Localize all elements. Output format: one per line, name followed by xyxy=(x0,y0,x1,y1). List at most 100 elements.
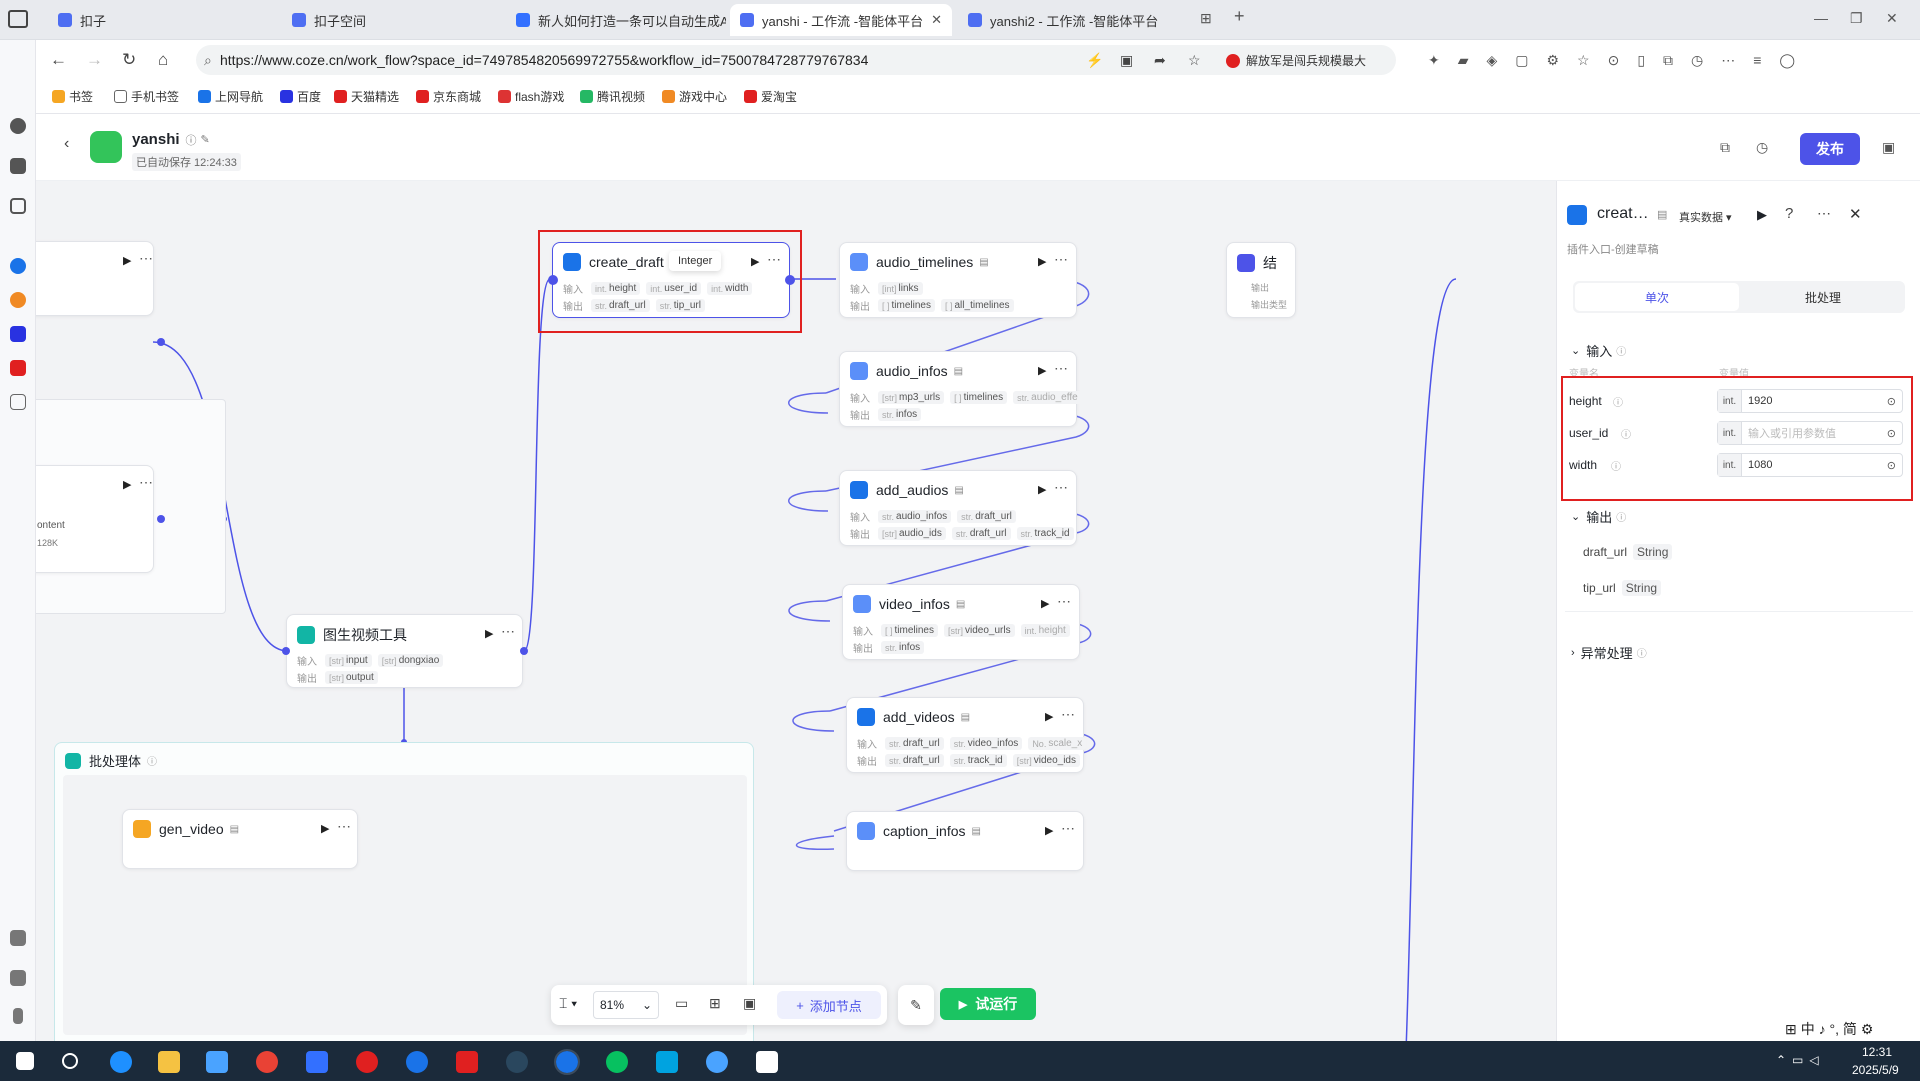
node-image-to-video[interactable]: 图生视频工具 ▶ ⋯ 输入 [str]input [str]dongxiao 输… xyxy=(286,614,523,688)
close-window-icon[interactable]: ✕ xyxy=(1886,10,1898,26)
node-audio-infos[interactable]: audio_infos▤ ▶ ⋯ 输入 [str]mp3_urls [ ]tim… xyxy=(839,351,1082,427)
data-mode-select[interactable]: 真实数据 ▾ xyxy=(1679,212,1732,224)
browser-tab-active[interactable]: yanshi - 工作流 -智能体平台✕ xyxy=(730,4,952,36)
bookmark-item[interactable]: 天猫精选 xyxy=(334,88,399,105)
run-node-icon[interactable]: ▶ xyxy=(1045,711,1054,723)
run-node-icon[interactable]: ▶ xyxy=(1045,825,1054,837)
user-id-field[interactable]: int.输入或引用参数值⊙ xyxy=(1717,421,1903,445)
reference-icon[interactable]: ⊙ xyxy=(1886,395,1896,408)
output-port[interactable] xyxy=(157,515,165,523)
close-icon[interactable]: ✕ xyxy=(1849,206,1862,223)
edit-icon[interactable]: ✎ xyxy=(200,134,210,146)
more-icon[interactable]: ⋯ xyxy=(767,251,782,267)
info-icon[interactable]: ⓘ xyxy=(1621,430,1631,441)
more-icon[interactable]: ⋯ xyxy=(501,623,516,639)
run-node-icon[interactable]: ▶ xyxy=(1038,484,1047,496)
publish-button[interactable]: 发布 xyxy=(1800,133,1860,165)
bookmark-item[interactable]: 上网导航 xyxy=(198,88,263,105)
info-icon[interactable]: ⓘ xyxy=(185,134,197,147)
colorful-app-icon[interactable] xyxy=(10,292,26,308)
url-field[interactable]: ⌕https://www.coze.cn/work_flow?space_id=… xyxy=(196,45,1396,75)
run-node-icon[interactable]: ▶ xyxy=(1038,256,1047,268)
restore-icon[interactable]: ❐ xyxy=(1850,10,1863,26)
browser-tab[interactable]: 扣子 xyxy=(48,4,278,36)
info-icon[interactable]: ⓘ xyxy=(147,757,158,768)
browser-app-icon[interactable] xyxy=(406,1051,428,1073)
node-add-videos[interactable]: add_videos▤ ▶ ⋯ 输入 str.draft_url str.vid… xyxy=(846,697,1087,773)
add-node-button[interactable]: +添加节点 xyxy=(777,991,881,1019)
info-icon[interactable]: ⓘ xyxy=(1636,649,1647,660)
folder-icon[interactable] xyxy=(10,158,26,174)
input-port[interactable] xyxy=(282,647,290,655)
wps-icon[interactable] xyxy=(456,1051,478,1073)
reload-icon[interactable]: ↻ xyxy=(122,50,137,69)
bookmark-item[interactable]: 书签 xyxy=(52,88,93,105)
test-run-button[interactable]: ▶试运行 xyxy=(940,988,1036,1020)
reader-icon[interactable] xyxy=(10,198,26,214)
forward-icon[interactable]: → xyxy=(86,50,103,69)
node-caption-infos[interactable]: caption_infos▤ ▶ ⋯ xyxy=(846,811,1084,871)
node-audio-timelines[interactable]: audio_timelines▤ ▶ ⋯ 输入 [int]links 输出 [ … xyxy=(839,242,1077,318)
edge-icon[interactable] xyxy=(110,1051,132,1073)
more-icon[interactable]: ⋯ xyxy=(337,818,352,834)
clock-date[interactable]: 2025/5/9 xyxy=(1852,1063,1899,1077)
copy-icon[interactable]: ⧉ xyxy=(1720,139,1730,155)
run-node-icon[interactable]: ▶ xyxy=(1038,365,1047,377)
reference-icon[interactable]: ⊙ xyxy=(1886,427,1896,440)
output-port[interactable] xyxy=(157,338,165,346)
netease-icon[interactable] xyxy=(356,1051,378,1073)
info-icon[interactable]: ⓘ xyxy=(1613,398,1623,409)
steam-icon[interactable] xyxy=(506,1051,528,1073)
star-icon[interactable]: ☆ xyxy=(1188,52,1201,68)
tab-batch[interactable]: 批处理 xyxy=(1804,290,1841,305)
width-field[interactable]: int.1080⊙ xyxy=(1717,453,1903,477)
bookmark-item[interactable]: 百度 xyxy=(280,88,321,105)
browser-tab[interactable]: yanshi2 - 工作流 -智能体平台 xyxy=(958,4,1178,36)
search-icon[interactable] xyxy=(62,1053,78,1069)
bookmark-item[interactable]: 腾讯视频 xyxy=(580,88,645,105)
bookmark-item[interactable]: 游戏中心 xyxy=(662,88,727,105)
add-icon[interactable] xyxy=(10,394,26,410)
run-node-icon[interactable]: ▶ xyxy=(123,479,132,491)
app-icon[interactable] xyxy=(656,1051,678,1073)
pin-icon[interactable] xyxy=(13,1008,23,1024)
info-icon[interactable]: ⓘ xyxy=(1616,513,1627,524)
lightning-icon[interactable]: ⚡ xyxy=(1086,52,1104,68)
partial-node[interactable]: ▶ ⋯ ontent 128K xyxy=(36,465,154,573)
windows-start-icon[interactable] xyxy=(16,1052,34,1070)
comment-icon[interactable]: ▭ xyxy=(675,995,689,1011)
run-node-icon[interactable]: ▶ xyxy=(321,823,330,835)
run-node-icon[interactable]: ▶ xyxy=(123,255,132,267)
more-icon[interactable]: ⋯ xyxy=(1061,706,1076,722)
favorites-icon[interactable] xyxy=(10,118,26,134)
partial-node[interactable]: ▶ ⋯ xyxy=(36,241,154,316)
layout-icon[interactable]: ⊞ xyxy=(709,995,721,1011)
node-end[interactable]: 结 输出 输出类型 xyxy=(1226,242,1296,318)
minimap-icon[interactable]: ▣ xyxy=(743,995,757,1011)
reference-icon[interactable]: ⊙ xyxy=(1886,459,1896,472)
browser-menu-icon[interactable] xyxy=(8,10,28,28)
tool-icon-button[interactable]: ✎ xyxy=(898,985,934,1025)
history-icon[interactable]: ◷ xyxy=(1756,139,1769,155)
output-port[interactable] xyxy=(520,647,528,655)
active-browser-icon[interactable] xyxy=(554,1049,580,1075)
node-video-infos[interactable]: video_infos▤ ▶ ⋯ 输入 [ ]timelines [str]vi… xyxy=(842,584,1080,660)
layout-icon[interactable]: ▣ xyxy=(1882,139,1896,155)
run-node-icon[interactable]: ▶ xyxy=(485,628,494,640)
screenshot-icon[interactable]: ▣ xyxy=(1120,52,1134,68)
ime-status[interactable]: ⊞中 ♪ °, 简⚙ xyxy=(1785,1020,1874,1038)
news-ticker[interactable]: 解放军是闯兵规模最大 xyxy=(1226,52,1366,69)
minimize-icon[interactable]: — xyxy=(1814,10,1828,26)
tray-icons[interactable]: ⌃▭◁ xyxy=(1776,1053,1825,1067)
new-tab-icon[interactable]: + xyxy=(1234,6,1245,26)
browser-tab[interactable]: 新人如何打造一条可以自动生成A xyxy=(506,4,726,36)
bookmark-item[interactable]: 爱淘宝 xyxy=(744,88,797,105)
chrome-icon[interactable] xyxy=(256,1051,278,1073)
more-icon[interactable]: ⋯ xyxy=(1054,251,1069,267)
feishu-icon[interactable] xyxy=(306,1051,328,1073)
info-icon[interactable]: ⓘ xyxy=(1611,462,1621,473)
run-icon[interactable]: ▶ xyxy=(1757,207,1767,222)
clock-time[interactable]: 12:31 xyxy=(1862,1045,1893,1059)
run-node-icon[interactable]: ▶ xyxy=(1041,598,1050,610)
